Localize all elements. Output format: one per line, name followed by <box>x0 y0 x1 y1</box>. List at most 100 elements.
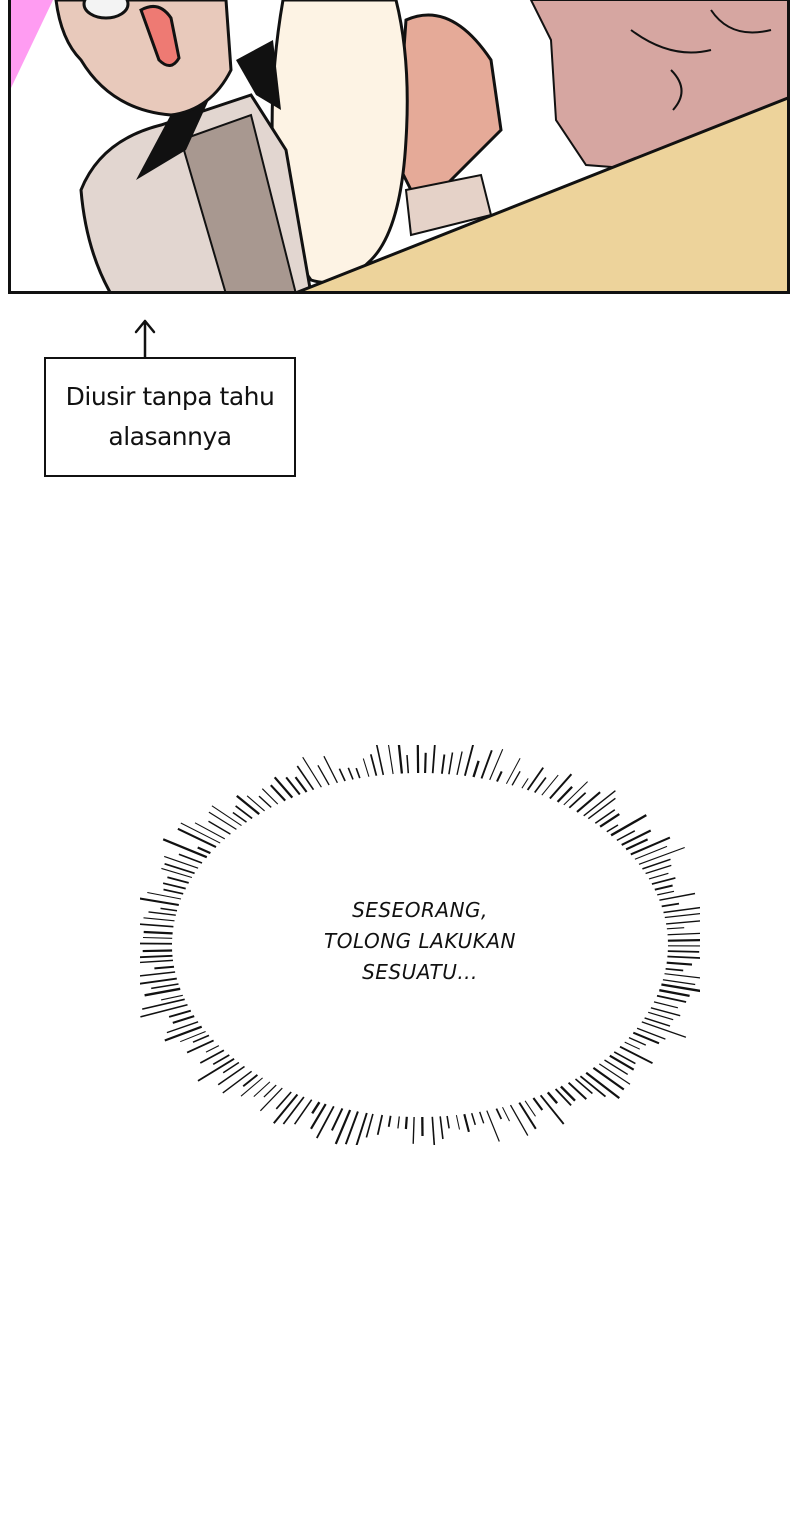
burst-stroke <box>546 1091 559 1104</box>
burst-stroke <box>592 1067 625 1091</box>
burst-stroke <box>376 1114 384 1135</box>
burst-stroke <box>310 1103 327 1130</box>
burst-stroke <box>654 884 673 891</box>
burst-stroke <box>211 805 242 827</box>
burst-stroke <box>293 1099 313 1125</box>
burst-stroke <box>505 758 521 785</box>
burst-stroke <box>568 792 587 809</box>
burst-stroke <box>648 1011 674 1021</box>
torso-lines <box>630 9 772 111</box>
burst-stroke <box>662 979 696 986</box>
burst-stroke <box>539 1094 565 1125</box>
burst-stroke <box>236 794 260 816</box>
burst-stroke <box>163 888 184 895</box>
burst-stroke <box>355 767 361 779</box>
burst-stroke <box>217 1065 245 1086</box>
burst-stroke <box>164 863 195 875</box>
burst-stroke <box>560 1085 576 1102</box>
burst-stroke <box>246 795 265 812</box>
burst-stroke <box>285 776 301 796</box>
pink-background <box>11 0 53 88</box>
burst-stroke <box>164 1025 203 1042</box>
burst-stroke <box>168 1009 192 1018</box>
burst-stroke <box>167 876 189 884</box>
burst-stroke <box>259 1087 283 1112</box>
burst-stroke <box>642 858 671 870</box>
burst-stroke <box>208 811 237 830</box>
burst-stroke <box>296 765 315 791</box>
burst-stroke <box>404 1116 408 1130</box>
burst-stroke <box>323 755 338 784</box>
burst-stroke <box>142 936 173 939</box>
burst-stroke <box>194 822 226 840</box>
burst-stroke <box>166 1021 199 1034</box>
burst-stroke <box>472 760 480 778</box>
burst-stroke <box>666 961 693 966</box>
burst-stroke <box>456 751 463 776</box>
thought-bubble-text: SESEORANG, TOLONG LAKUKAN SESUATU... <box>260 895 580 988</box>
burst-stroke <box>273 776 294 799</box>
burst-stroke <box>532 1097 544 1111</box>
burst-stroke <box>355 1112 368 1145</box>
burst-stroke <box>463 1113 470 1133</box>
burst-stroke <box>397 745 404 774</box>
burst-stroke <box>140 923 174 928</box>
burst-stroke <box>463 745 474 777</box>
burst-stroke <box>387 745 394 775</box>
burst-stroke <box>143 930 173 935</box>
burst-stroke <box>648 872 669 880</box>
burst-stroke <box>180 822 221 844</box>
burst-stroke <box>666 927 685 930</box>
burst-stroke <box>541 774 559 796</box>
burst-stroke <box>344 1111 359 1145</box>
thought-line-2: TOLONG LAKUKAN <box>323 929 517 953</box>
caption-pointer-arrow-icon <box>134 319 156 360</box>
burst-stroke <box>162 882 186 890</box>
burst-stroke <box>480 749 493 779</box>
burst-stroke <box>645 864 672 875</box>
burst-stroke <box>258 795 272 808</box>
burst-stroke <box>664 973 700 979</box>
burst-stroke <box>362 758 370 777</box>
burst-stroke <box>162 838 208 859</box>
burst-stroke <box>369 754 378 776</box>
burst-stroke <box>232 811 247 823</box>
burst-stroke <box>222 1070 253 1094</box>
burst-stroke <box>412 1116 415 1144</box>
burst-stroke <box>518 1102 537 1130</box>
burst-stroke <box>397 1116 400 1129</box>
burst-stroke <box>151 983 179 990</box>
burst-stroke <box>439 1116 444 1140</box>
burst-stroke <box>261 788 279 805</box>
burst-stroke <box>526 767 544 791</box>
burst-stroke <box>489 748 504 781</box>
burst-stroke <box>594 809 616 824</box>
burst-stroke <box>644 1017 671 1027</box>
burst-stroke <box>197 846 211 855</box>
burst-stroke <box>387 1115 392 1127</box>
burst-stroke <box>616 830 636 842</box>
burst-stroke <box>199 1049 225 1064</box>
burst-stroke <box>624 1041 641 1050</box>
burst-stroke <box>154 965 175 970</box>
burst-stroke <box>205 1045 220 1053</box>
burst-stroke <box>663 906 700 914</box>
burst-stroke <box>651 877 676 885</box>
burst-stroke <box>294 776 308 793</box>
burst-stroke <box>140 954 173 959</box>
burst-stroke <box>521 778 529 789</box>
burst-stroke <box>621 829 652 846</box>
burst-stroke <box>212 1054 230 1066</box>
burst-stroke <box>549 773 573 800</box>
burst-stroke <box>650 1007 681 1017</box>
burst-stroke <box>331 1107 344 1131</box>
burst-stroke <box>140 959 174 964</box>
burst-stroke <box>406 755 410 774</box>
burst-stroke <box>446 1115 450 1129</box>
burst-stroke <box>273 1093 299 1124</box>
burst-stroke <box>634 845 668 860</box>
burst-stroke <box>657 890 675 896</box>
burst-stroke <box>575 1078 593 1095</box>
face-shape <box>54 0 233 117</box>
burst-stroke <box>440 754 446 774</box>
